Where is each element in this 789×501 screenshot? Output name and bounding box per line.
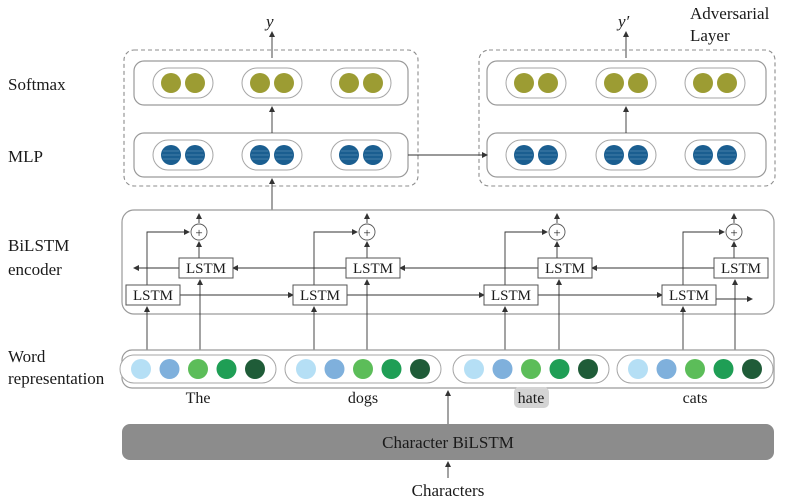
word-vector-node	[742, 359, 762, 379]
forward-lstm-cell-2-label: LSTM	[300, 288, 340, 304]
word-label-the: The	[186, 390, 211, 407]
word-label-dogs: dogs	[348, 390, 378, 407]
word-vector-node	[656, 359, 677, 379]
word-vector-node	[410, 359, 430, 379]
main-softmax-node	[274, 73, 294, 93]
forward-to-plus	[313, 229, 358, 285]
concat-plus-node	[725, 223, 743, 241]
word-vector-node	[713, 359, 734, 379]
forward-to-plus	[682, 229, 725, 285]
word-label-cats: cats	[683, 390, 708, 407]
hate-highlight	[514, 387, 549, 408]
forward-lstm-cell-4-label: LSTM	[669, 288, 709, 304]
word-vector-node	[381, 359, 402, 379]
character-bilstm-label: Character BiLSTM	[382, 433, 514, 452]
word-vector-node	[159, 359, 180, 379]
word-vector-node	[296, 359, 316, 379]
word-vector-node	[131, 359, 151, 379]
main-softmax-node	[363, 73, 383, 93]
forward-lstm-cell-3	[483, 284, 539, 306]
output-y-label: y	[264, 12, 274, 31]
word-vector-node	[353, 359, 373, 379]
word-vector-node	[245, 359, 265, 379]
backward-lstm-cell-3-label: LSTM	[545, 261, 585, 277]
backward-lstm-cell-2-label: LSTM	[353, 261, 393, 277]
adversarial-softmax-node	[514, 73, 534, 93]
forward-to-plus	[504, 229, 548, 285]
bilstm-row-label-line2: encoder	[8, 260, 62, 279]
backward-lstm-cell-1	[178, 257, 234, 279]
classifier-nodes	[152, 67, 746, 171]
softmax-row-label: Softmax	[8, 75, 66, 94]
adversarial-layer-label-line1: Adversarial	[690, 4, 770, 23]
forward-lstm-cell-2	[292, 284, 348, 306]
forward-lstm-cell-1	[125, 284, 181, 306]
plus-symbol: +	[553, 225, 560, 240]
word-vector-node	[492, 359, 513, 379]
main-softmax-node	[185, 73, 205, 93]
adversarial-layer-label-line2: Layer	[690, 26, 730, 45]
word-rep-row-label-line2: representation	[8, 369, 105, 388]
forward-lstm-cell-1-label: LSTM	[133, 288, 173, 304]
word-vector-node	[578, 359, 598, 379]
plus-symbol: +	[730, 225, 737, 240]
plus-symbol: +	[195, 225, 202, 240]
bilstm-row-label-line1: BiLSTM	[8, 236, 69, 255]
backward-lstm-cell-4	[713, 257, 769, 279]
concat-plus-node	[190, 223, 208, 241]
backward-lstm-cell-4-label: LSTM	[721, 261, 761, 277]
adversarial-softmax-node	[693, 73, 713, 93]
word-vector-node	[628, 359, 648, 379]
adversarial-softmax-node	[628, 73, 648, 93]
backward-lstm-cell-1-label: LSTM	[186, 261, 226, 277]
output-y-prime-label: y′	[616, 12, 630, 31]
word-vector-node	[464, 359, 484, 379]
word-vector-node	[188, 359, 208, 379]
word-vector-node	[324, 359, 345, 379]
main-softmax-node	[339, 73, 359, 93]
adversarial-softmax-node	[538, 73, 558, 93]
adversarial-softmax-node	[604, 73, 624, 93]
concat-plus-node	[548, 223, 566, 241]
word-vector-node	[685, 359, 705, 379]
bilstm-encoder-box	[121, 209, 775, 315]
forward-lstm-cell-4	[661, 284, 717, 306]
word-label-hate: hate	[518, 390, 545, 407]
concat-plus-node	[358, 223, 376, 241]
word-rep-row-label-line1: Word	[8, 347, 46, 366]
word-vector-node	[549, 359, 570, 379]
mlp-row-label: MLP	[8, 147, 43, 166]
characters-label: Characters	[412, 481, 485, 500]
main-softmax-node	[161, 73, 181, 93]
backward-lstm-cell-3	[537, 257, 593, 279]
character-bilstm-box	[122, 424, 774, 460]
plus-symbol: +	[363, 225, 370, 240]
lstm-cells: LSTM LSTM + LSTM LSTM + LSTM LSTM + LSTM LSTM +	[125, 213, 769, 350]
adversarial-classifier-group	[478, 49, 776, 187]
backward-lstm-cell-2	[345, 257, 401, 279]
word-representation-nodes	[119, 354, 774, 384]
word-vector-node	[216, 359, 237, 379]
word-vector-node	[521, 359, 541, 379]
forward-lstm-cell-3-label: LSTM	[491, 288, 531, 304]
adversarial-softmax-node	[717, 73, 737, 93]
main-softmax-node	[250, 73, 270, 93]
forward-to-plus	[146, 229, 190, 285]
main-classifier-group	[123, 49, 419, 187]
